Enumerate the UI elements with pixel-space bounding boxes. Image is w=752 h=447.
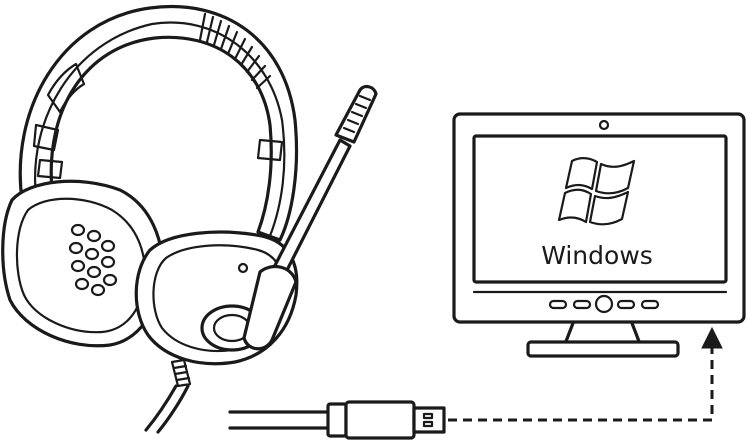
speaker-grille: [68, 223, 118, 297]
windows-label: Windows: [541, 241, 653, 270]
headband-ridges: [198, 12, 272, 90]
mic-tip-ridges: [342, 94, 372, 134]
monitor-icon: Windows: [452, 112, 746, 358]
headset-icon: [1, 5, 378, 434]
connection-arrow-icon: [448, 326, 723, 422]
windows-logo-icon: [557, 156, 636, 226]
usb-plug-icon: [228, 400, 446, 440]
